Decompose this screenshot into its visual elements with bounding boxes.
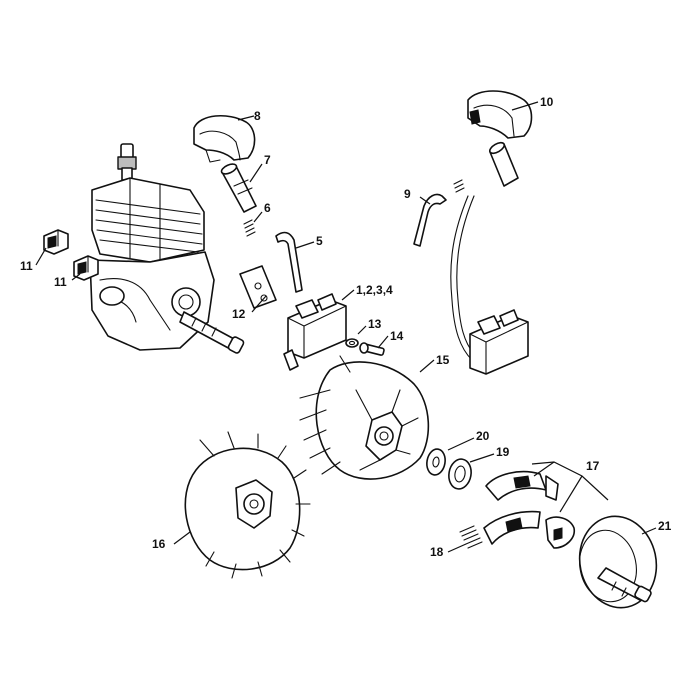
part-6-spring <box>243 219 256 237</box>
callout-11-upper: 11 <box>20 259 33 273</box>
part-10-cap <box>467 90 533 139</box>
callout-12: 12 <box>232 307 246 321</box>
callout-10: 10 <box>540 95 554 109</box>
callout-16: 16 <box>152 537 166 551</box>
callout-7: 7 <box>264 153 271 167</box>
callout-6: 6 <box>264 201 271 215</box>
callout-17: 17 <box>586 459 600 473</box>
callout-labels: 8 10 7 9 6 5 11 11 1,2,3,4 12 13 14 15 2… <box>20 95 672 559</box>
part-8-cap <box>193 115 256 163</box>
part-13-washer <box>345 338 359 348</box>
part-18-spring <box>459 525 483 549</box>
callout-19: 19 <box>496 445 510 459</box>
callout-1234: 1,2,3,4 <box>356 283 393 297</box>
callout-5: 5 <box>316 234 323 248</box>
part-11-block-upper <box>43 229 69 255</box>
callout-21: 21 <box>658 519 672 533</box>
callout-20: 20 <box>476 429 490 443</box>
part-1234-ignition-module <box>283 293 347 371</box>
part-15-flywheel <box>299 355 430 480</box>
callout-11-lower: 11 <box>54 275 67 289</box>
engine-cylinder <box>89 143 245 354</box>
callout-18: 18 <box>430 545 444 559</box>
part-14-screw <box>359 342 385 356</box>
callout-8: 8 <box>254 109 261 123</box>
callout-15: 15 <box>436 353 450 367</box>
part-7-connector <box>220 163 257 213</box>
callout-14: 14 <box>390 329 404 343</box>
part-19-washer <box>448 458 472 490</box>
callout-9: 9 <box>404 187 411 201</box>
part-16-flywheel <box>184 431 311 579</box>
part-21-clutch-drum <box>578 515 658 609</box>
part-9-lead-right <box>413 193 447 247</box>
part-5-ignition-lead <box>275 231 303 293</box>
part-20-washer <box>426 448 446 476</box>
part-17-clutch-shoes <box>483 470 576 549</box>
ignition-module-right <box>450 141 529 375</box>
part-12-bracket <box>239 265 277 309</box>
leader-lines <box>35 101 657 553</box>
callout-13: 13 <box>368 317 382 331</box>
